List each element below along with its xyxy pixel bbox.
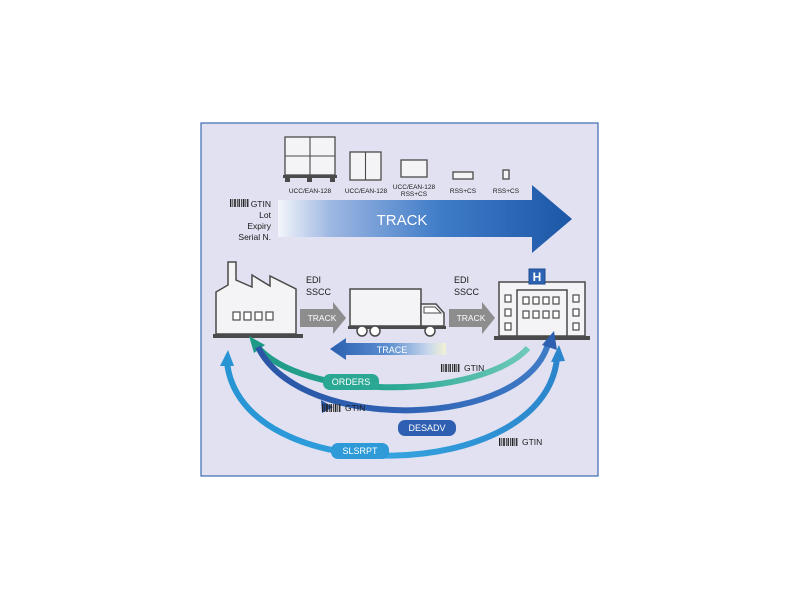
track-info-serial: Serial N. bbox=[238, 232, 271, 242]
package-label: RSS+CS bbox=[401, 191, 428, 198]
pack-icon bbox=[452, 171, 474, 180]
orders-label: ORDERS bbox=[332, 377, 371, 387]
package-label: RSS+CS bbox=[450, 188, 477, 195]
slsrpt-badge bbox=[331, 443, 389, 459]
box-icon bbox=[400, 159, 428, 178]
orders-flow-arrow bbox=[252, 342, 531, 391]
slsrpt-arrowhead bbox=[551, 345, 565, 362]
gtin-label: GTIN bbox=[464, 363, 484, 373]
desadv-label: DESADV bbox=[408, 423, 445, 433]
hospital-sign: H bbox=[533, 270, 542, 284]
hospital-icon bbox=[494, 268, 590, 340]
track-info-expiry: Expiry bbox=[247, 221, 271, 231]
truck-icon bbox=[348, 288, 446, 337]
gtin-label: GTIN bbox=[345, 403, 365, 413]
factory-icon bbox=[213, 261, 303, 338]
barcode-icon bbox=[322, 404, 341, 412]
package-label: UCC/EAN-128 bbox=[289, 188, 332, 195]
package-label: UCC/EAN-128 bbox=[345, 188, 388, 195]
desadv-badge bbox=[398, 420, 456, 436]
track-arrow-right-label: TRACK bbox=[457, 313, 486, 323]
package-label: UCC/EAN-128 bbox=[393, 184, 436, 191]
package-label: RSS+CS bbox=[493, 188, 520, 195]
desadv-flow-arrow bbox=[255, 339, 552, 414]
gtin-label: GTIN bbox=[522, 437, 542, 447]
slsrpt-label: SLSRPT bbox=[342, 446, 378, 456]
track-arrow-right bbox=[449, 302, 495, 334]
unit-icon bbox=[502, 169, 510, 180]
slsrpt-arrowhead bbox=[220, 350, 234, 366]
edi-right-label: EDI bbox=[454, 275, 469, 285]
orders-badge bbox=[323, 374, 379, 390]
track-arrow-label: TRACK bbox=[377, 212, 428, 229]
barcode-icon bbox=[441, 364, 460, 372]
sscc-left-label: SSCC bbox=[306, 287, 332, 297]
desadv-arrowhead bbox=[542, 331, 557, 350]
track-info-lot: Lot bbox=[259, 210, 271, 220]
barcode-icon bbox=[499, 438, 518, 446]
sscc-right-label: SSCC bbox=[454, 287, 480, 297]
track-arrow bbox=[278, 185, 572, 253]
track-arrow-left-label: TRACK bbox=[308, 313, 337, 323]
trace-arrow-label: TRACE bbox=[377, 345, 408, 355]
track-arrow-left bbox=[300, 302, 346, 334]
edi-left-label: EDI bbox=[306, 275, 321, 285]
case-icon bbox=[349, 151, 382, 181]
track-info-gtin: GTIN bbox=[251, 199, 271, 209]
slsrpt-flow-arrow bbox=[224, 357, 560, 459]
orders-arrowhead bbox=[249, 336, 265, 353]
barcode-icon bbox=[230, 199, 249, 207]
trace-arrow bbox=[330, 338, 446, 360]
pallet-icon bbox=[283, 136, 337, 182]
